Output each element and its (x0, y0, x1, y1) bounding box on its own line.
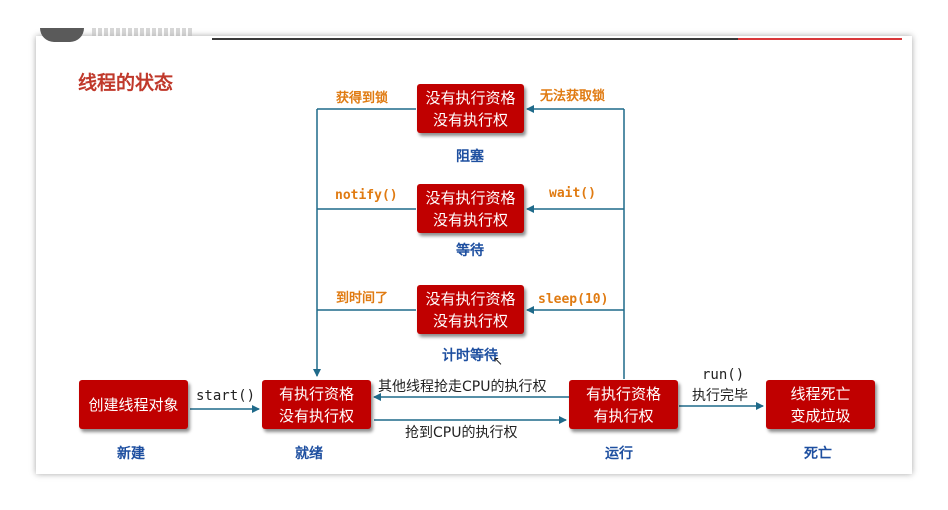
label-get-lock: 获得到锁 (336, 91, 389, 106)
state-new-name: 新建 (117, 446, 145, 462)
state-blocked-line1: 没有执行资格 (425, 88, 516, 107)
mouse-cursor-icon: ↖ (493, 354, 504, 368)
state-waiting-box: 没有执行资格 没有执行权 (417, 184, 524, 233)
state-running-box: 有执行资格 有执行权 (569, 380, 678, 429)
label-run-finished: 执行完毕 (692, 388, 748, 404)
state-running-line1: 有执行资格 (585, 384, 661, 403)
label-notify: notify() (335, 188, 398, 203)
label-cannot-get-lock: 无法获取锁 (540, 89, 606, 104)
state-blocked-box: 没有执行资格 没有执行权 (417, 84, 524, 133)
label-wait: wait() (549, 186, 596, 201)
state-blocked-name: 阻塞 (456, 149, 484, 165)
state-dead-line1: 线程死亡 (790, 384, 851, 403)
logo (40, 28, 84, 42)
state-dead-box: 线程死亡 变成垃圾 (766, 380, 875, 429)
header-rule (212, 38, 738, 40)
page-title: 线程的状态 (78, 72, 174, 94)
label-run: run() (702, 367, 745, 383)
label-preempted: 其他线程抢走CPU的执行权 (378, 379, 547, 395)
header-rule-accent (738, 38, 902, 40)
state-running-line2: 有执行权 (593, 406, 654, 425)
state-timed-waiting-box: 没有执行资格 没有执行权 (417, 285, 524, 334)
state-dead-line2: 变成垃圾 (790, 406, 851, 425)
state-runnable-line1: 有执行资格 (278, 384, 354, 403)
state-running-name: 运行 (605, 446, 633, 462)
state-timed-waiting-line1: 没有执行资格 (425, 289, 516, 308)
state-waiting-line1: 没有执行资格 (425, 188, 516, 207)
state-blocked-line2: 没有执行权 (432, 110, 508, 129)
state-timed-waiting-line2: 没有执行权 (432, 311, 508, 330)
logo-text (92, 28, 192, 36)
state-new-box: 创建线程对象 (79, 380, 188, 429)
state-waiting-line2: 没有执行权 (432, 210, 508, 229)
state-timed-waiting-name: 计时等待 (442, 348, 498, 364)
state-runnable-line2: 没有执行权 (278, 406, 354, 425)
state-waiting-name: 等待 (456, 243, 484, 259)
label-time-up: 到时间了 (336, 291, 389, 306)
state-new-label: 创建线程对象 (88, 395, 179, 414)
label-grab-cpu: 抢到CPU的执行权 (405, 425, 518, 441)
state-dead-name: 死亡 (804, 446, 832, 462)
state-runnable-box: 有执行资格 没有执行权 (262, 380, 371, 429)
state-runnable-name: 就绪 (295, 446, 323, 462)
label-start: start() (196, 388, 256, 404)
label-sleep: sleep(10) (538, 292, 609, 307)
